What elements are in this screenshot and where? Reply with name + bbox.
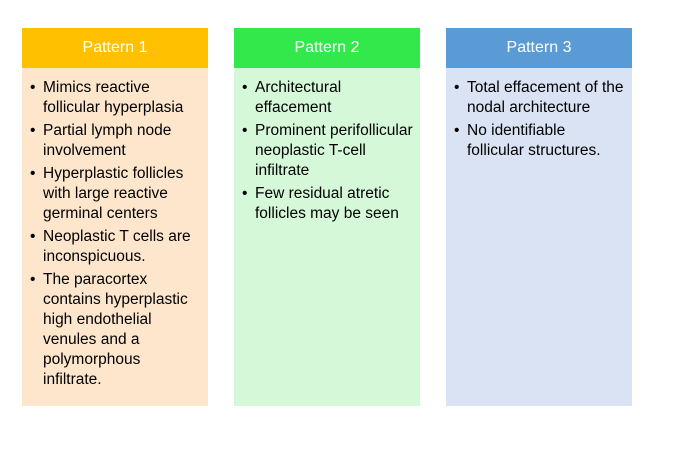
pattern-2-column: Pattern 2 Architectural effacement Promi… xyxy=(234,28,420,406)
pattern-1-list: Mimics reactive follicular hyperplasia P… xyxy=(28,78,202,390)
pattern-3-list: Total effacement of the nodal architectu… xyxy=(452,78,626,161)
pattern-1-header: Pattern 1 xyxy=(22,28,208,68)
pattern-3-column: Pattern 3 Total effacement of the nodal … xyxy=(446,28,632,406)
list-item: Neoplastic T cells are inconspicuous. xyxy=(28,227,202,267)
list-item: Prominent perifollicular neoplastic T-ce… xyxy=(240,121,414,181)
list-item: Partial lymph node involvement xyxy=(28,121,202,161)
pattern-3-body: Total effacement of the nodal architectu… xyxy=(446,68,632,406)
list-item: Mimics reactive follicular hyperplasia xyxy=(28,78,202,118)
list-item: Total effacement of the nodal architectu… xyxy=(452,78,626,118)
pattern-2-header: Pattern 2 xyxy=(234,28,420,68)
pattern-1-body: Mimics reactive follicular hyperplasia P… xyxy=(22,68,208,406)
pattern-2-body: Architectural effacement Prominent perif… xyxy=(234,68,420,406)
list-item: Hyperplastic follicles with large reacti… xyxy=(28,164,202,224)
list-item: Few residual atretic follicles may be se… xyxy=(240,184,414,224)
pattern-3-header: Pattern 3 xyxy=(446,28,632,68)
list-item: No identifiable follicular structures. xyxy=(452,121,626,161)
pattern-1-column: Pattern 1 Mimics reactive follicular hyp… xyxy=(22,28,208,406)
list-item: Architectural effacement xyxy=(240,78,414,118)
list-item: The paracortex contains hyperplastic hig… xyxy=(28,270,202,390)
pattern-2-list: Architectural effacement Prominent perif… xyxy=(240,78,414,224)
